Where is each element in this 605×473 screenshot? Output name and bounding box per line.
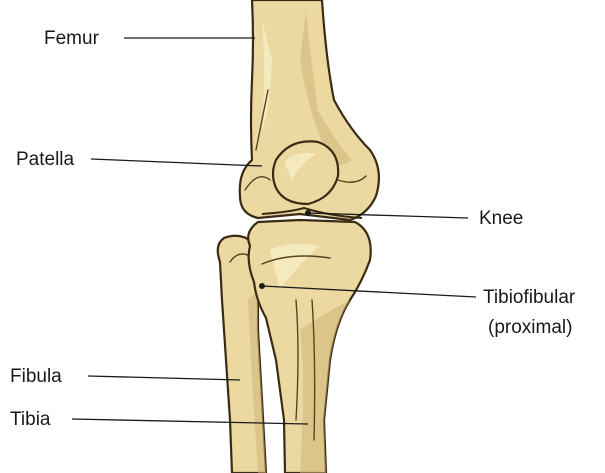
tibiofibular-leader-dot — [259, 283, 265, 289]
patella-bone — [273, 141, 338, 204]
tibiofibular-label: Tibiofibular — [483, 287, 576, 308]
tibia-bone — [248, 220, 370, 473]
knee-label: Knee — [479, 208, 523, 229]
patella-leader-line — [91, 159, 262, 166]
tibiofibular-sublabel: (proximal) — [488, 317, 572, 338]
tibia-leader-line — [72, 419, 308, 424]
patella-label: Patella — [16, 149, 75, 170]
femur-label: Femur — [44, 28, 100, 49]
knee-leader-dot — [305, 210, 311, 216]
tibia-label: Tibia — [10, 409, 51, 430]
fibula-leader-line — [88, 376, 240, 380]
fibula-label: Fibula — [10, 366, 62, 387]
